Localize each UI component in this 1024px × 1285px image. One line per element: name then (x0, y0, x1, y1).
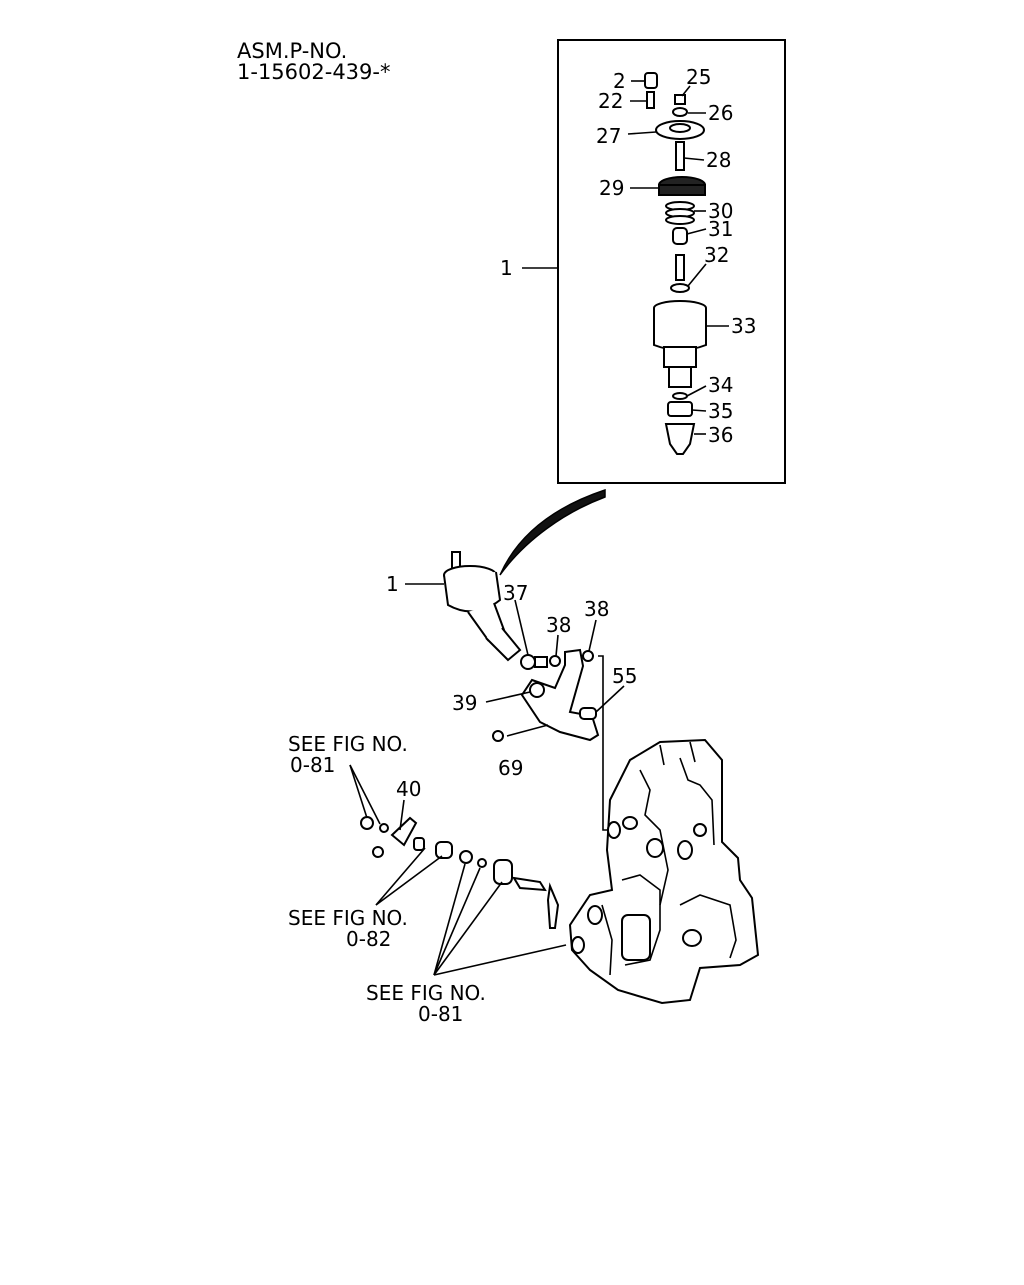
part-40 (390, 816, 418, 847)
part-label-39: 39 (452, 691, 477, 715)
part-label-33: 33 (731, 314, 756, 338)
part-26 (672, 107, 688, 117)
part-label-35: 35 (708, 399, 733, 423)
part-25 (674, 94, 686, 105)
part-label-28: 28 (706, 148, 731, 172)
part-2 (644, 72, 658, 89)
reference-leaders (349, 764, 567, 976)
part-32 (670, 283, 690, 293)
part-22 (646, 91, 655, 109)
part-31 (672, 227, 688, 245)
part-27-hub (669, 123, 691, 133)
part-37 (520, 654, 536, 670)
detail-callout-swoosh (499, 488, 606, 576)
part-label-29: 29 (599, 176, 624, 200)
part-label-30: 30 (708, 199, 733, 223)
ref-3-text: SEE FIG NO. (366, 981, 486, 1005)
ref-2-fig: 0-82 (346, 927, 391, 951)
part-label-36: 36 (708, 423, 733, 447)
ref-1-fig: 0-81 (290, 753, 335, 777)
part-30 (665, 201, 695, 225)
part-label-2: 2 (613, 69, 626, 93)
washer-a (379, 823, 389, 833)
exploded-leaders (627, 80, 729, 435)
part-label-1-box: 1 (500, 256, 513, 280)
bracket-assembly (492, 648, 600, 742)
exploded-parts (644, 72, 707, 455)
part-55 (579, 707, 597, 720)
part-38-washer-a (549, 655, 561, 667)
part-label-31: 31 (708, 217, 733, 241)
bracket-plate (520, 648, 600, 742)
part-label-1-main: 1 (386, 572, 399, 596)
part-label-32: 32 (704, 243, 729, 267)
part-label-27: 27 (596, 124, 621, 148)
part-label-37: 37 (503, 581, 528, 605)
nut-a (360, 816, 374, 830)
part-28 (675, 141, 685, 171)
part-label-40: 40 (396, 777, 421, 801)
part-label-55: 55 (612, 664, 637, 688)
part-label-22: 22 (598, 89, 623, 113)
part-35 (667, 401, 693, 417)
assembly-part-number: 1-15602-439-* (237, 60, 390, 84)
ref-3-fig: 0-81 (418, 1002, 463, 1026)
part-29-rim (658, 184, 706, 196)
nut-b (372, 846, 384, 858)
leader-40 (399, 799, 405, 831)
assembled-part-1 (443, 551, 522, 662)
part-32-rod (675, 254, 685, 281)
ref-1-text: SEE FIG NO. (288, 732, 408, 756)
part-label-69: 69 (498, 756, 523, 780)
part-label-26: 26 (708, 101, 733, 125)
part-69 (492, 730, 504, 742)
pump-housing (568, 738, 760, 1005)
assembly-part-number-label: ASM.P-NO. (237, 39, 347, 63)
part-label-25: 25 (686, 65, 711, 89)
linkage-parts (360, 816, 560, 929)
part-34 (672, 392, 688, 400)
part-36 (664, 423, 696, 455)
part-33 (653, 300, 707, 388)
part-39 (529, 682, 545, 698)
ref-2-text: SEE FIG NO. (288, 906, 408, 930)
part-38-washer-b (582, 650, 594, 662)
part-label-34: 34 (708, 373, 733, 397)
part-label-38-a: 38 (546, 613, 571, 637)
exploded-view-frame (557, 39, 786, 484)
part-label-38-b: 38 (584, 597, 609, 621)
